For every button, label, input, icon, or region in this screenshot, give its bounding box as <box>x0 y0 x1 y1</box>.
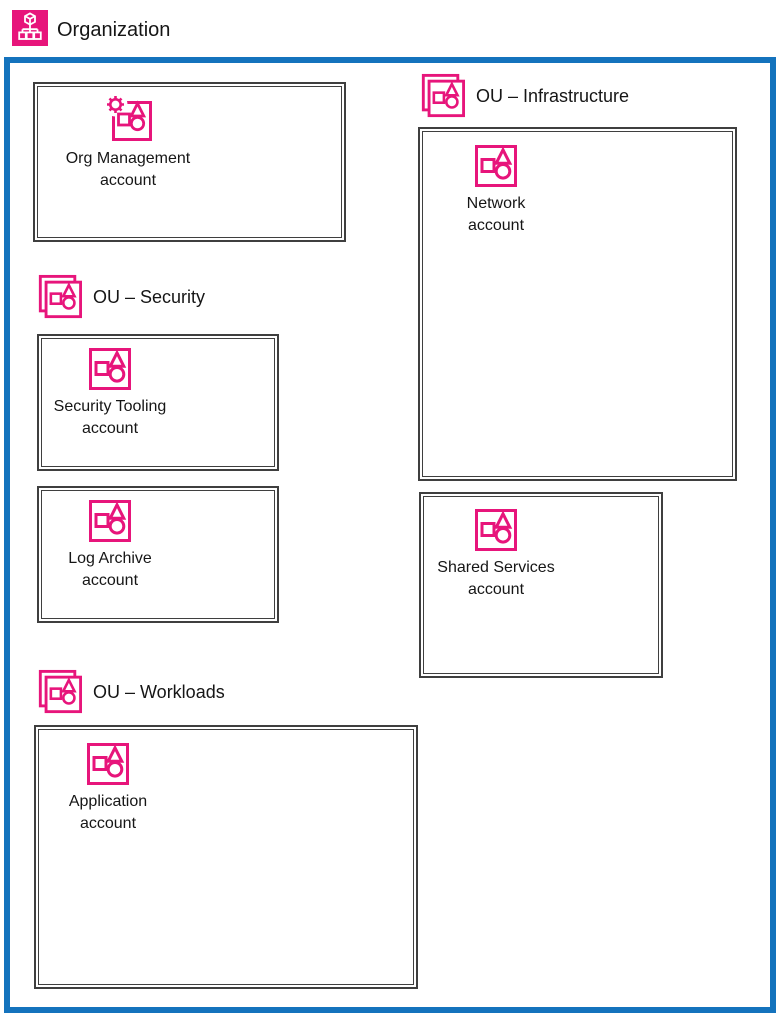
ou-icon <box>36 669 82 715</box>
ou-label: OU – Infrastructure <box>476 85 630 106</box>
shared-services-account-box: Shared Services account <box>419 492 663 678</box>
account-label: Org Management <box>65 150 191 167</box>
network-account-box: Network account <box>418 127 737 481</box>
ou-icon <box>419 73 465 119</box>
account-label: Application <box>68 793 148 810</box>
ou-icon <box>36 274 82 320</box>
account-label: Network <box>466 195 526 212</box>
organizations-icon <box>12 10 48 46</box>
account-label: account <box>81 572 139 589</box>
log-archive-account-box: Log Archive account <box>37 486 279 623</box>
account-icon <box>89 500 131 542</box>
ou-label: OU – Security <box>93 286 206 307</box>
account-icon <box>475 145 517 187</box>
account-label: account <box>99 172 157 189</box>
ou-label: OU – Workloads <box>93 681 225 702</box>
account-label: account <box>467 217 525 234</box>
page-title: Organization <box>57 19 171 41</box>
account-label: Security Tooling <box>53 398 167 415</box>
org-management-account-box: Org Management account <box>33 82 346 242</box>
account-label: account <box>467 581 525 598</box>
ou-workloads-header: OU – Workloads <box>36 669 225 715</box>
security-tooling-account-box: Security Tooling account <box>37 334 279 471</box>
ou-security-header: OU – Security <box>36 274 205 320</box>
organization-boundary <box>4 57 776 1013</box>
management-account-icon <box>103 92 153 142</box>
ou-infrastructure-header: OU – Infrastructure <box>419 73 629 119</box>
account-label: Log Archive <box>68 550 152 567</box>
application-account-box: Application account <box>34 725 418 989</box>
account-label: account <box>81 420 139 437</box>
account-icon <box>89 348 131 390</box>
account-label: account <box>79 815 137 832</box>
account-icon <box>87 743 129 785</box>
account-icon <box>475 509 517 551</box>
account-label: Shared Services <box>437 559 555 576</box>
